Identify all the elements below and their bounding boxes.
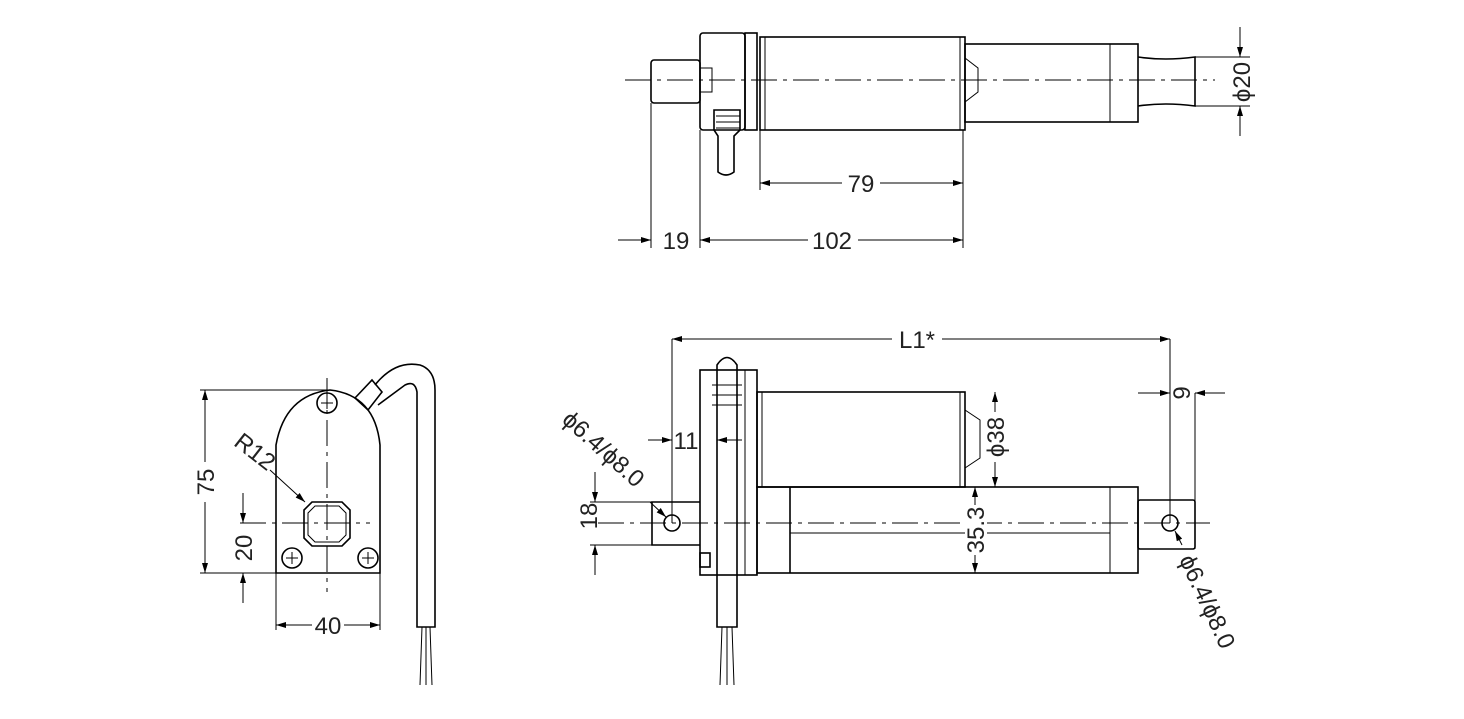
- dim-20: 20: [231, 535, 258, 562]
- radius-r12: R12: [229, 428, 280, 476]
- dim-19: 19: [663, 228, 690, 255]
- dim-L1: L1*: [899, 327, 935, 354]
- dim-18: 18: [576, 503, 603, 530]
- hole-label-right: ϕ6.4/ϕ8.0: [1173, 551, 1240, 653]
- end-view: 75 20 40 R12: [193, 363, 436, 686]
- dim-9: 9: [1169, 386, 1196, 399]
- dim-40: 40: [315, 613, 342, 640]
- dim-d20: ϕ20: [1229, 62, 1256, 102]
- dim-79: 79: [848, 171, 875, 198]
- top-view: 79 102 19 ϕ20: [618, 27, 1256, 255]
- dim-75: 75: [193, 469, 220, 496]
- hole-label-left: ϕ6.4/ϕ8.0: [557, 406, 650, 493]
- dim-d38: ϕ38: [983, 417, 1010, 457]
- screw-icon: [281, 392, 379, 569]
- dim-11: 11: [674, 428, 699, 455]
- side-view: L1* 11 18 ϕ38 35.3 9 ϕ6.4/ϕ8.0 ϕ6.4/ϕ8.0: [557, 326, 1240, 686]
- dim-102: 102: [812, 228, 852, 255]
- dim-35-3: 35.3: [963, 507, 990, 554]
